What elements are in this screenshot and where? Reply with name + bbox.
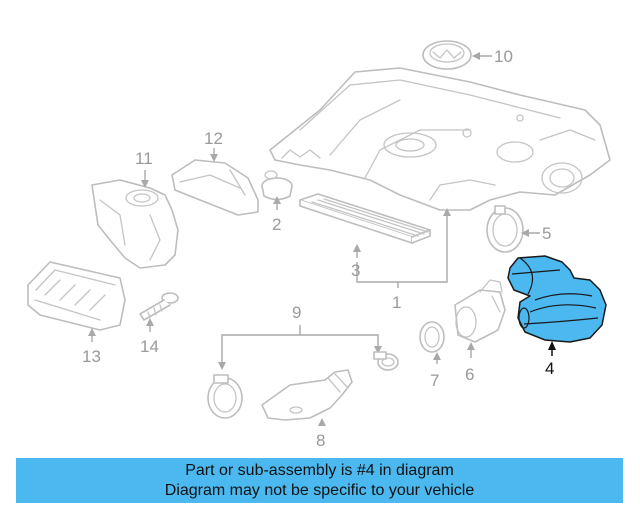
callout-10: 10: [494, 47, 513, 66]
part-2-grommet: [261, 170, 293, 210]
part-13-intake-duct: [27, 261, 126, 342]
callout-1: 1: [392, 293, 401, 312]
part-10-emblem: [422, 40, 492, 70]
part-4-intake-hose-highlighted[interactable]: [507, 255, 607, 343]
callout-6: 6: [465, 365, 474, 384]
callout-5: 5: [542, 224, 551, 243]
caption-line-2: Diagram may not be specific to your vehi…: [164, 481, 475, 499]
part-6-sensor: [454, 279, 506, 358]
part-12-cover: [171, 148, 259, 216]
part-5-clamp: [486, 205, 540, 253]
callout-8: 8: [316, 431, 325, 450]
caption-line-1: Part or sub-assembly is #4 in diagram: [185, 461, 454, 479]
callout-12: 12: [204, 129, 223, 148]
callout-11: 11: [135, 149, 153, 168]
callout-13: 13: [82, 347, 101, 366]
callout-7: 7: [430, 371, 439, 390]
callout-9: 9: [292, 303, 301, 322]
part-11-housing: [91, 170, 179, 269]
callout-2: 2: [272, 215, 281, 234]
part-3-filter: [299, 193, 431, 258]
callout-4: 4: [545, 359, 554, 378]
part-14-bolt: [139, 292, 179, 332]
callout-3: 3: [351, 261, 360, 280]
callout-14: 14: [140, 337, 159, 356]
part-8-hose: [261, 369, 353, 426]
part-9-clamps: [207, 325, 399, 419]
part-7-oring: [419, 321, 445, 364]
part-1-engine-cover: [269, 67, 611, 211]
caption-banner: Part or sub-assembly is #4 in diagram Di…: [16, 458, 623, 503]
